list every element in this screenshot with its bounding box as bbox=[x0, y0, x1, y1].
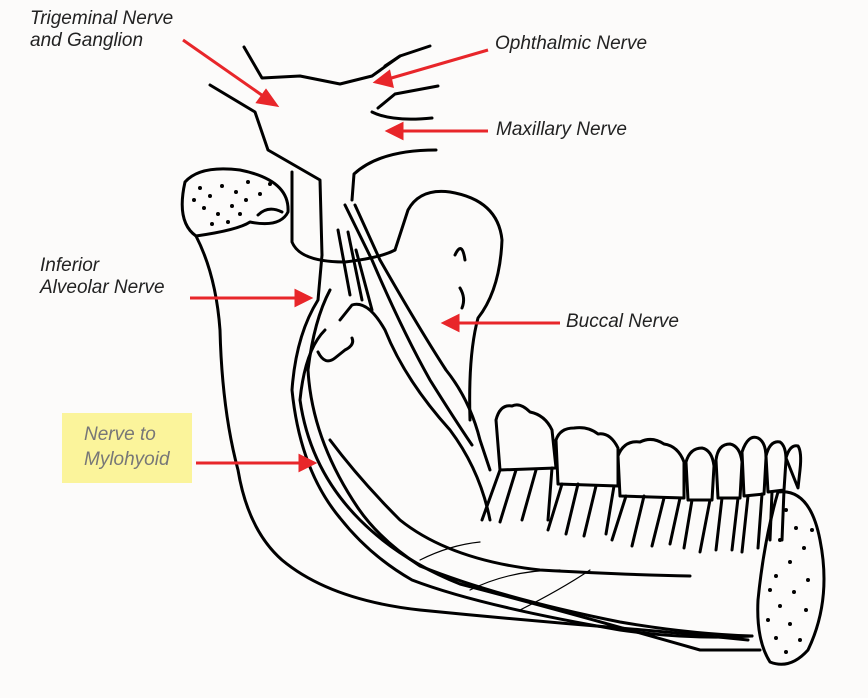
premolar-2 bbox=[684, 446, 716, 502]
condyle bbox=[180, 167, 290, 238]
buccal-nerve-strand-1 bbox=[343, 203, 474, 447]
arrow-ophthalmic bbox=[387, 48, 489, 81]
trigeminal-nerve-left-edge bbox=[208, 83, 324, 257]
maxillary-nerve-lower bbox=[370, 110, 434, 121]
inferior-alveolar-nerve-outer bbox=[290, 253, 754, 639]
coronoid-notch bbox=[453, 247, 467, 262]
arrow-mylohyoid-head bbox=[298, 453, 318, 473]
ramus-nerve-loop bbox=[290, 170, 397, 264]
canine bbox=[740, 435, 768, 498]
label-ophthalmic-nerve: Ophthalmic Nerve bbox=[495, 33, 647, 55]
molar-3 bbox=[494, 403, 558, 472]
incisor-2 bbox=[764, 440, 788, 494]
condyle-notch bbox=[256, 207, 284, 217]
mylohyoid-label-highlight bbox=[62, 413, 192, 483]
canal-line-2 bbox=[469, 569, 561, 591]
mylohyoid-nerve bbox=[298, 328, 762, 652]
molar-1-roots bbox=[610, 494, 682, 548]
buccal-nerve-strand-2 bbox=[353, 203, 492, 472]
molar-3-roots bbox=[480, 466, 554, 524]
trabecular-bone-dots bbox=[192, 180, 814, 654]
ophthalmic-nerve-branch bbox=[383, 54, 402, 68]
mylohyoid-ridge bbox=[338, 302, 492, 522]
premolar-roots bbox=[682, 496, 740, 554]
coronoid-process bbox=[393, 189, 504, 422]
label-mylohyoid-line2: Mylohyoid bbox=[84, 449, 170, 470]
canal-line-1 bbox=[419, 541, 481, 561]
label-buccal-line1: Buccal Nerve bbox=[566, 311, 679, 332]
label-inferior-alveolar-nerve: Inferior Alveolar Nerve bbox=[40, 255, 165, 299]
molar-2 bbox=[554, 426, 620, 488]
label-buccal-nerve: Buccal Nerve bbox=[566, 311, 679, 333]
molar-2-roots bbox=[546, 482, 616, 538]
anterior-roots bbox=[740, 488, 786, 554]
label-ophthalmic-line1: Ophthalmic Nerve bbox=[495, 33, 648, 54]
arrow-buccal-head bbox=[440, 313, 460, 333]
maxillary-nerve-upper bbox=[376, 84, 440, 110]
label-mylohyoid-nerve: Nerve to Mylohyoid bbox=[84, 422, 170, 472]
label-inferior-alveolar-line1: Inferior bbox=[40, 255, 100, 276]
arrow-ophthalmic-head bbox=[372, 69, 394, 89]
lingual-line bbox=[328, 438, 692, 578]
label-maxillary-line1: Maxillary Nerve bbox=[496, 119, 627, 140]
label-maxillary-nerve: Maxillary Nerve bbox=[496, 119, 627, 141]
pointer-arrows bbox=[182, 38, 560, 473]
premolar-1 bbox=[714, 442, 744, 500]
label-trigeminal-line1: Trigeminal Nerve bbox=[30, 8, 174, 29]
maxillary-nerve-stem bbox=[350, 148, 438, 202]
nerve-fiber-2 bbox=[346, 230, 364, 302]
canal-line-3 bbox=[519, 569, 591, 611]
trigeminal-nerve-right-edge bbox=[242, 44, 432, 86]
nerve-hook bbox=[316, 336, 355, 363]
arrow-trigeminal bbox=[182, 38, 267, 100]
coronoid-mark bbox=[458, 286, 466, 310]
symphysis bbox=[756, 490, 826, 666]
label-mylohyoid-line1: Nerve to bbox=[84, 424, 156, 445]
arrow-inferior-alveolar-head bbox=[294, 288, 314, 308]
label-trigeminal-line2: and Ganglion bbox=[30, 30, 144, 51]
arrow-trigeminal-head bbox=[255, 88, 280, 108]
molar-1 bbox=[616, 437, 686, 500]
label-inferior-alveolar-line2: Alveolar Nerve bbox=[40, 277, 165, 298]
nerve-fiber-1 bbox=[336, 228, 352, 297]
nerve-fiber-3 bbox=[354, 248, 374, 312]
label-trigeminal-nerve: Trigeminal Nerve and Ganglion bbox=[30, 8, 173, 52]
incisor-1 bbox=[784, 444, 803, 490]
arrow-maxillary-head bbox=[384, 121, 404, 141]
